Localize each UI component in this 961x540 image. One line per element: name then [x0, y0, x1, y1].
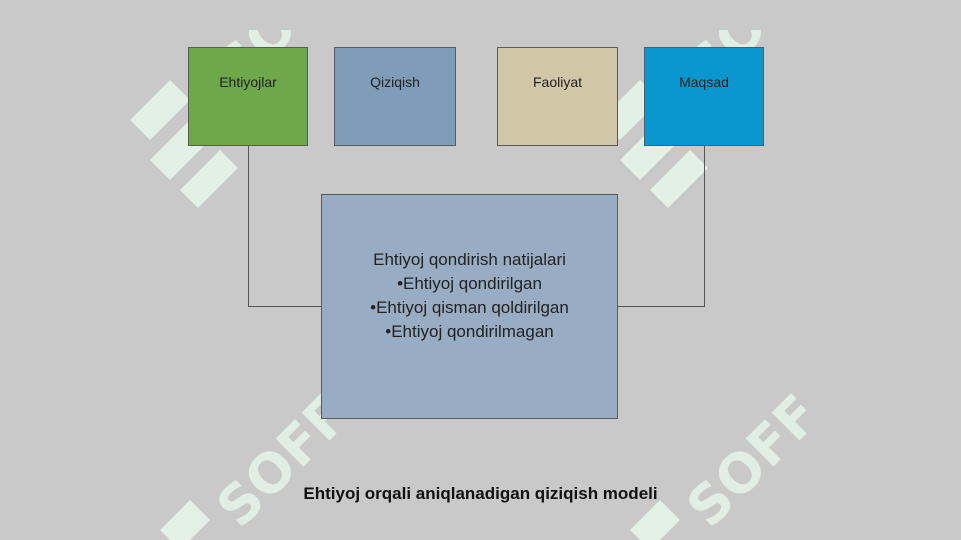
node-interest-label: Qiziqish	[370, 74, 420, 90]
results-item: •Ehtiyoj qondirilgan	[397, 274, 542, 293]
watermark-logo-icon: SOFF	[630, 383, 832, 540]
diagram-caption: Ehtiyoj orqali aniqlanadigan qiziqish mo…	[303, 484, 658, 503]
results-item: •Ehtiyoj qisman qoldirilgan	[370, 298, 569, 317]
node-goal: Maqsad	[644, 47, 764, 146]
results-title: Ehtiyoj qondirish natijalari	[373, 250, 566, 269]
results-item: •Ehtiyoj qondirilmagan	[385, 322, 554, 341]
connector-goal-down	[704, 146, 705, 307]
node-needs: Ehtiyojlar	[188, 47, 308, 146]
watermark-text: SOFF	[675, 383, 832, 540]
node-goal-label: Maqsad	[679, 74, 729, 90]
node-results: Ehtiyoj qondirish natijalari •Ehtiyoj qo…	[321, 194, 618, 419]
node-interest: Qiziqish	[334, 47, 456, 146]
connector-goal-left	[618, 306, 705, 307]
node-activity: Faoliyat	[497, 47, 618, 146]
node-activity-label: Faoliyat	[532, 74, 583, 90]
connector-needs-right	[248, 306, 321, 307]
connector-needs-down	[248, 146, 249, 307]
node-needs-label: Ehtiyojlar	[219, 74, 277, 90]
